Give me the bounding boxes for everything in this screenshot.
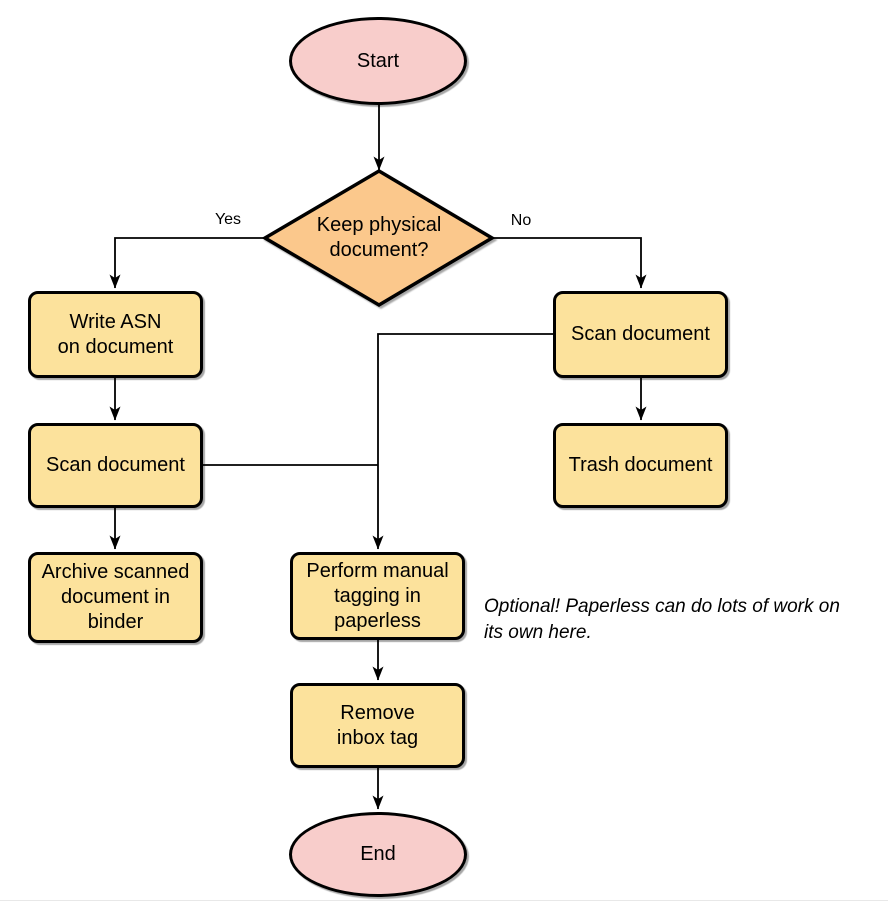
note-optional: Optional! Paperless can do lots of work …	[484, 596, 840, 643]
page-divider	[0, 900, 888, 901]
node-start-label: Start	[356, 49, 400, 72]
node-decision-label: Keep physical document?	[316, 214, 442, 261]
node-tagging: Perform manual tagging in paperless	[290, 552, 465, 640]
node-remove-inbox-label: Remove inbox tag	[336, 701, 419, 749]
node-scan-left-label: Scan document	[46, 454, 185, 476]
node-archive-label: Archive scanned document in binder	[41, 561, 190, 633]
decision-label: Keep physical document?	[279, 172, 479, 304]
node-archive: Archive scanned document in binder	[28, 552, 203, 643]
node-scan-right-label: Scan document	[571, 323, 710, 345]
node-decision-shape	[261, 168, 496, 308]
edge-label-yes: Yes	[214, 211, 242, 228]
node-scan-left: Scan document	[28, 423, 203, 508]
node-tagging-label: Perform manual tagging in paperless	[306, 559, 449, 632]
edge-scan-right-tagging	[372, 333, 553, 550]
node-trash-label: Trash document	[568, 454, 713, 476]
node-end-label: End	[360, 843, 396, 865]
edge-label-no: No	[510, 212, 532, 229]
node-remove-inbox: Remove inbox tag	[290, 683, 465, 768]
node-start: Start	[289, 17, 467, 105]
node-scan-right: Scan document	[553, 291, 728, 378]
edge-decision-write-asn	[109, 237, 265, 289]
node-write-asn: Write ASN on document	[28, 291, 203, 378]
node-end: End	[289, 812, 467, 897]
node-trash: Trash document	[553, 423, 728, 508]
node-write-asn-label: Write ASN on document	[57, 310, 174, 358]
edge-decision-scan-right	[492, 237, 647, 289]
